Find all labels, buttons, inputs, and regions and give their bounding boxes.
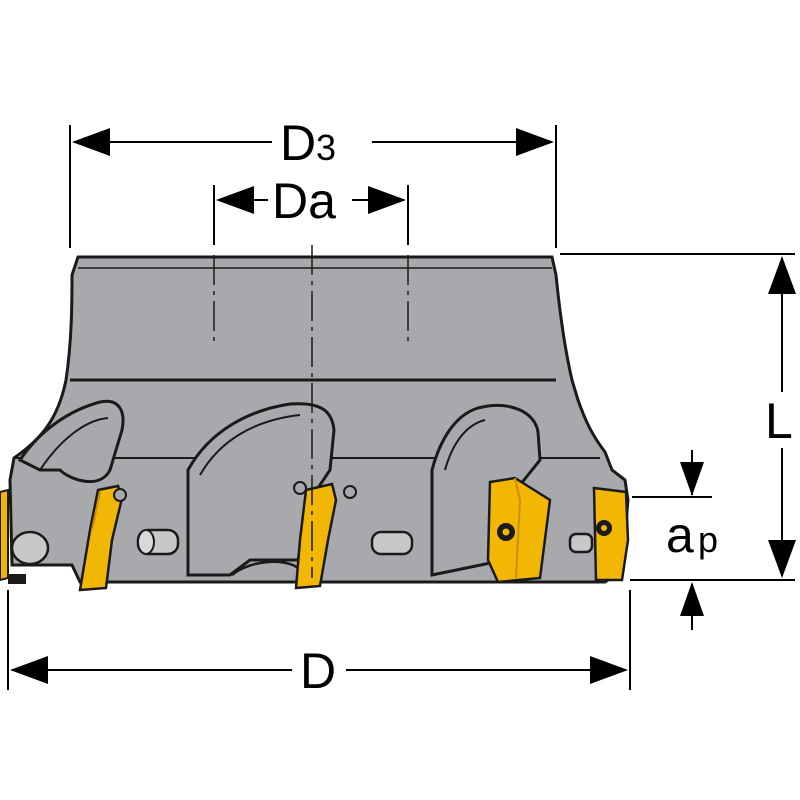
dim-d: D [7, 590, 631, 699]
chip-pocket-middle-inner [199, 414, 301, 476]
inserts [0, 476, 630, 592]
chip-pocket-left-inner [39, 417, 109, 471]
d3-label: D [280, 115, 316, 171]
ap-arrow-top [680, 462, 704, 496]
chip-pocket-right [430, 404, 542, 577]
l-arrow-top [768, 256, 796, 294]
dim-da: Da [213, 173, 409, 245]
insert-middle [294, 482, 338, 590]
insert-middle-screw-2 [343, 485, 357, 499]
clamp-pin-right [568, 532, 594, 554]
clamp-pins [10, 528, 594, 566]
clamp-pin-far-left [10, 530, 50, 566]
lower-fillet [231, 560, 299, 576]
reference-lines [213, 245, 409, 578]
ap-label-sub: p [698, 519, 718, 560]
cutter-body [8, 255, 630, 584]
dim-ap: a p [632, 450, 718, 630]
ap-label: a [666, 507, 694, 563]
insert-far-left-base [8, 574, 26, 584]
da-arrow-right [368, 186, 406, 214]
d-arrow-left [10, 656, 48, 684]
dim-l: L [560, 253, 796, 581]
insert-far-right [592, 486, 630, 582]
d3-label-sub: 3 [316, 127, 336, 168]
da-arrow-left [216, 186, 254, 214]
chip-pocket-right-inner [444, 419, 486, 471]
insert-left-screw [113, 488, 127, 502]
d-arrow-right [590, 656, 628, 684]
clamp-pin-left [136, 528, 180, 556]
dim-d3: D 3 [69, 115, 557, 248]
ap-arrow-bottom [680, 582, 704, 616]
insert-left-edge [91, 491, 101, 531]
l-arrow-bottom [768, 540, 796, 578]
l-label: L [765, 393, 793, 449]
insert-middle-screw [293, 481, 307, 495]
da-label: Da [272, 173, 336, 229]
d3-arrow-left [72, 128, 110, 156]
d-label: D [300, 643, 336, 699]
insert-left [78, 484, 124, 592]
clamp-pin-middle [370, 530, 414, 556]
d3-arrow-right [516, 128, 554, 156]
insert-right-face [514, 477, 522, 579]
insert-far-left [0, 488, 9, 582]
